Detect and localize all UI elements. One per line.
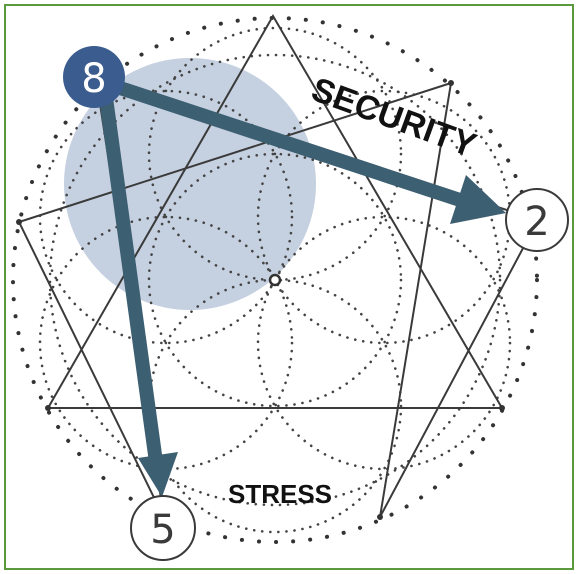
vertex-dots [16, 80, 505, 520]
node-eight: 8 [63, 46, 125, 108]
node-five-label: 5 [150, 507, 175, 553]
flower-of-life-pattern [38, 26, 512, 534]
stress-arrow [99, 91, 178, 497]
center-point [268, 273, 282, 287]
outer-dotted-circle [11, 16, 539, 544]
security-arrow [113, 81, 506, 224]
inner-triangle [46, 14, 504, 409]
node-eight-label: 8 [81, 56, 106, 102]
node-five: 5 [130, 495, 196, 561]
node-two-label: 2 [524, 199, 549, 245]
stress-label: STRESS [228, 479, 332, 509]
node-two: 2 [505, 188, 569, 252]
